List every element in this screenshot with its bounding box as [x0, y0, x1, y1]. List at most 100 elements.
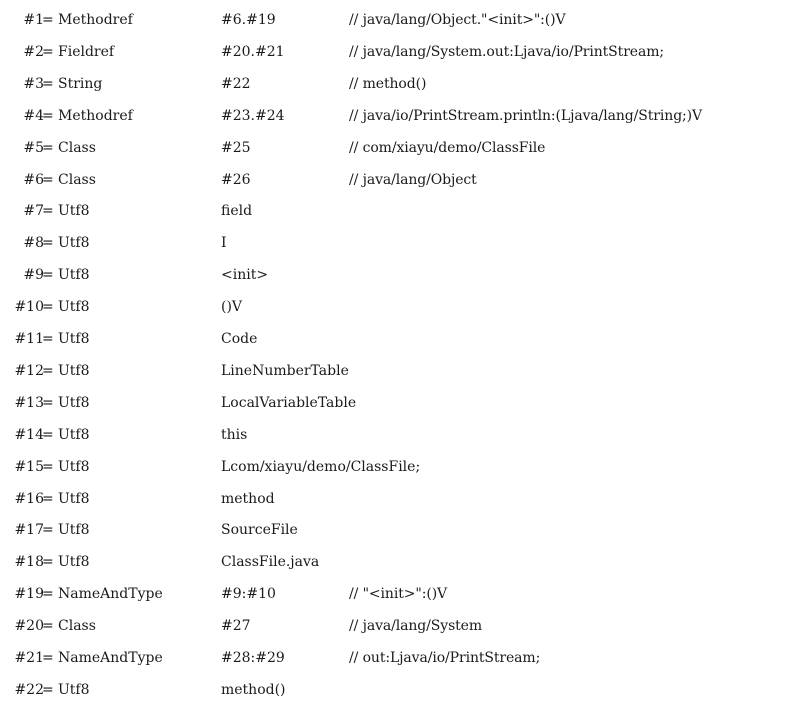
entry-type: NameAndType [58, 650, 163, 666]
entry-equals-sign: = [42, 362, 54, 379]
entry-type: Methodref [58, 107, 133, 124]
constant-pool-entry: #20=Class #27 // java/lang/System [0, 610, 800, 642]
entry-index: #10 [14, 299, 44, 316]
entry-equals-sign: = [42, 394, 54, 411]
constant-pool-entry: #5=Class #25 // com/xiayu/demo/ClassFile [0, 132, 800, 164]
constant-pool-entry: #22=Utf8 method() [0, 674, 800, 706]
entry-index: #15 [14, 458, 44, 475]
constant-pool-entry: #10=Utf8()V [0, 291, 800, 323]
constant-pool-entry: #19=NameAndType#9:#10// "<init>":()V [0, 578, 800, 610]
entry-equals-sign: = [42, 139, 54, 156]
entry-index: #13 [14, 394, 44, 411]
entry-value: <init> [221, 267, 269, 284]
entry-value: I [221, 235, 227, 252]
entry-type: Utf8 [58, 458, 90, 475]
entry-index: #18 [14, 554, 44, 571]
entry-type: Utf8 [58, 331, 90, 347]
entry-equals-sign: = [42, 203, 54, 220]
constant-pool-entry: #16=Utf8 method [0, 483, 800, 515]
entry-value: SourceFile [221, 522, 298, 539]
entry-type: Utf8 [58, 203, 90, 220]
entry-equals-sign: = [42, 618, 54, 635]
entry-type: Methodref [58, 12, 133, 28]
entry-equals-sign: = [42, 299, 54, 316]
entry-type: Class [58, 139, 96, 156]
entry-value: #9:#10 [221, 586, 276, 603]
entry-value: field [221, 203, 253, 220]
entry-type: Utf8 [58, 394, 90, 411]
entry-comment: // java/lang/Object [349, 171, 477, 188]
entry-index: #3 [23, 75, 44, 92]
entry-value: #25 [221, 139, 251, 156]
entry-value: #27 [221, 618, 251, 635]
entry-type: Utf8 [58, 681, 90, 698]
entry-value: ()V [221, 299, 243, 316]
constant-pool-entry: #9=Utf8 <init> [0, 259, 800, 291]
entry-value: ClassFile.java [221, 554, 320, 571]
entry-equals-sign: = [42, 267, 54, 284]
constant-pool-entry: #3=String#22// method() [0, 68, 800, 100]
entry-equals-sign: = [42, 43, 54, 60]
entry-equals-sign: = [42, 554, 54, 571]
constant-pool-entry: #4=Methodref #23.#24 // java/io/PrintStrea… [0, 100, 800, 132]
entry-equals-sign: = [42, 650, 54, 666]
entry-index: #16 [14, 490, 44, 507]
entry-type: Class [58, 171, 96, 188]
constant-pool-entry: #8=Utf8 I [0, 227, 800, 259]
entry-equals-sign: = [42, 586, 54, 603]
entry-value: #22 [221, 75, 251, 92]
entry-index: #6 [23, 171, 44, 188]
constant-pool-entry: #6=Class #26 // java/lang/Object [0, 164, 800, 196]
entry-index: #4 [23, 107, 44, 124]
entry-index: #8 [23, 235, 44, 252]
constant-pool-entry: #15=Utf8 Lcom/xiayu/demo/ClassFile; [0, 451, 800, 483]
entry-type: Utf8 [58, 267, 90, 284]
entry-index: #11 [14, 331, 44, 347]
entry-comment: // com/xiayu/demo/ClassFile [349, 139, 546, 156]
entry-value: method [221, 490, 275, 507]
entry-index: #14 [14, 426, 44, 443]
entry-type: Utf8 [58, 362, 90, 379]
entry-value: #23.#24 [221, 107, 285, 124]
entry-equals-sign: = [42, 490, 54, 507]
entry-type: Fieldref [58, 43, 115, 60]
entry-type: Utf8 [58, 490, 90, 507]
entry-type: String [58, 75, 103, 92]
entry-equals-sign: = [42, 12, 54, 28]
entry-index: #21 [14, 650, 44, 666]
entry-type: Class [58, 618, 96, 635]
entry-index: #1 [23, 12, 44, 28]
entry-value: #6.#19 [221, 12, 276, 28]
entry-value: method() [221, 681, 286, 698]
entry-type: Utf8 [58, 426, 90, 443]
entry-value: Lcom/xiayu/demo/ClassFile; [221, 458, 421, 475]
entry-value: #26 [221, 171, 251, 188]
entry-equals-sign: = [42, 458, 54, 475]
entry-type: Utf8 [58, 235, 90, 252]
entry-comment: // java/lang/Object."<init>":()V [349, 12, 566, 28]
entry-equals-sign: = [42, 331, 54, 347]
constant-pool-entry: #2=Fieldref#20.#21// java/lang/System.ou… [0, 36, 800, 68]
entry-index: #5 [23, 139, 44, 156]
entry-equals-sign: = [42, 171, 54, 188]
entry-index: #20 [14, 618, 44, 635]
entry-index: #22 [14, 681, 44, 698]
entry-equals-sign: = [42, 681, 54, 698]
entry-equals-sign: = [42, 522, 54, 539]
entry-index: #2 [23, 43, 44, 60]
entry-value: LineNumberTable [221, 362, 349, 379]
entry-value: LocalVariableTable [221, 394, 357, 411]
entry-comment: // java/lang/System [349, 618, 483, 635]
entry-value: Code [221, 331, 258, 347]
entry-equals-sign: = [42, 107, 54, 124]
constant-pool-entry: #11=Utf8 Code [0, 323, 800, 355]
entry-index: #9 [23, 267, 44, 284]
entry-equals-sign: = [42, 235, 54, 252]
entry-equals-sign: = [42, 75, 54, 92]
entry-comment: // java/io/PrintStream.println:(Ljava/la… [349, 107, 703, 124]
entry-equals-sign: = [42, 426, 54, 443]
